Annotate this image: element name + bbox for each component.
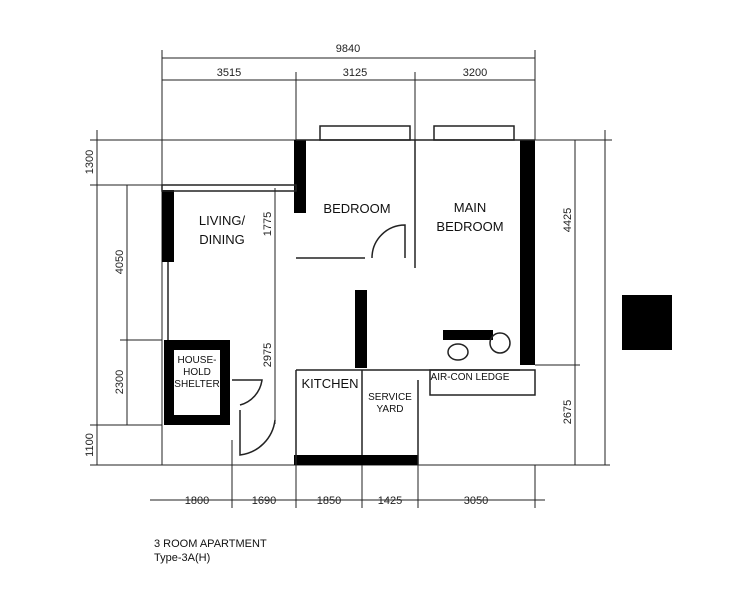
room-main-bedroom-label-2: BEDROOM: [436, 219, 503, 234]
dim-bottom-4: 1425: [378, 495, 402, 507]
room-living-label-1: LIVING/: [199, 213, 246, 228]
legend-square: [622, 295, 672, 350]
dim-left-2: 4050: [114, 250, 126, 274]
room-bedroom-label: BEDROOM: [323, 201, 390, 216]
dim-inner-1: 1775: [262, 212, 274, 236]
dim-left-1: 1300: [84, 150, 96, 174]
dim-bottom-3: 1850: [317, 495, 341, 507]
dim-right-2: 2675: [562, 400, 574, 424]
dim-top-1: 3515: [217, 67, 241, 79]
dim-top-3: 3200: [463, 67, 487, 79]
room-shelter-label-2: HOLD: [183, 367, 211, 378]
dim-left-3: 2300: [114, 370, 126, 394]
dim-bottom-5: 3050: [464, 495, 488, 507]
dim-top-2: 3125: [343, 67, 367, 79]
room-labels: LIVING/ DINING BEDROOM MAIN BEDROOM HOUS…: [174, 200, 509, 415]
room-living-label-2: DINING: [199, 232, 245, 247]
aircon-ledge-label: AIR-CON LEDGE: [431, 372, 510, 383]
room-kitchen-label: KITCHEN: [301, 376, 358, 391]
dimension-lines: [90, 50, 612, 508]
plan-type: Type-3A(H): [154, 552, 211, 564]
room-shelter-label-1: HOUSE-: [178, 355, 217, 366]
room-main-bedroom-label-1: MAIN: [454, 200, 487, 215]
room-service-yard-label-2: YARD: [376, 404, 403, 415]
dim-right-1: 4425: [562, 208, 574, 232]
plan-title: 3 ROOM APARTMENT: [154, 538, 267, 550]
dim-bottom-1: 1800: [185, 495, 209, 507]
dim-left-4: 1100: [84, 433, 96, 457]
dim-bottom-2: 1690: [252, 495, 276, 507]
dimension-labels: 9840 3515 3125 3200 1800 1690 1850 1425 …: [84, 43, 574, 507]
dim-inner-2: 2975: [262, 343, 274, 367]
dim-total-width: 9840: [336, 43, 360, 55]
partitions: [161, 125, 536, 465]
walls: [162, 140, 672, 465]
room-service-yard-label-1: SERVICE: [368, 392, 412, 403]
room-shelter-label-3: SHELTER: [174, 379, 219, 390]
